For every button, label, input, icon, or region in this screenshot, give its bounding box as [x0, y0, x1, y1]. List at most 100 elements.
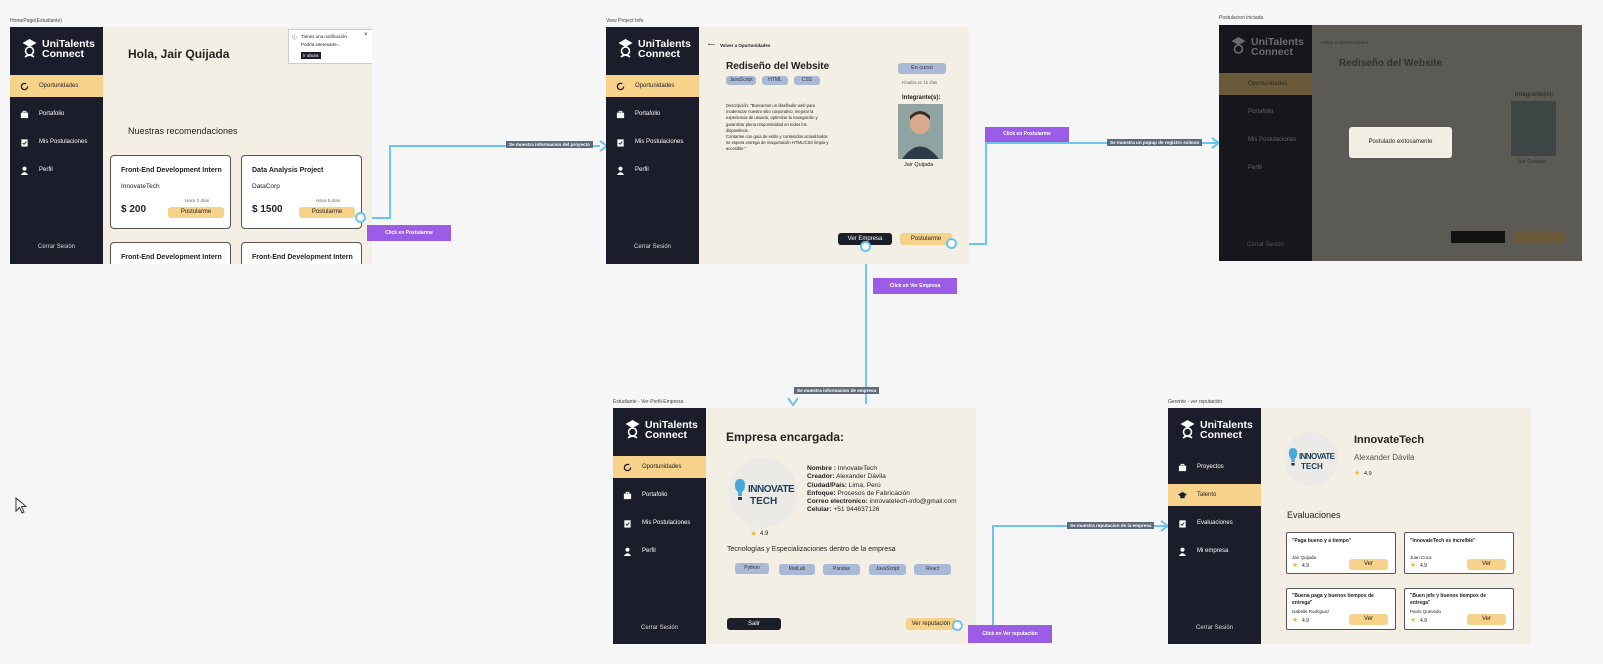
back-link[interactable]: Volver a Oportunidades	[720, 43, 771, 48]
view-company-button[interactable]: Ver Empresa	[838, 233, 892, 245]
company-owner: Alexander Dávila	[1354, 453, 1415, 462]
tag-chip: CSS	[794, 76, 820, 85]
job-company: InnovateTech	[121, 183, 160, 190]
review-card[interactable]: "InnovateTech es increíble" Juan Coca ★ …	[1404, 532, 1514, 574]
flow-note-click-apply: Click en Postularme	[985, 127, 1069, 142]
view-review-button[interactable]: Ver	[1467, 614, 1506, 625]
view-reputation-button[interactable]: Ver reputación	[906, 618, 956, 630]
review-author: Jair Quijada	[1292, 555, 1317, 560]
review-rating: 4.9	[1302, 563, 1309, 569]
nav-perfil[interactable]: Perfil	[10, 159, 103, 181]
user-icon	[20, 166, 29, 175]
notification-action-button[interactable]: Ir ahora	[301, 52, 321, 59]
briefcase-icon	[1178, 463, 1187, 472]
graduation-cap-icon	[618, 39, 633, 58]
nav-mis-postulaciones: Mis Postulaciones	[1248, 137, 1297, 143]
loading-ring-icon	[616, 82, 625, 91]
review-card[interactable]: "Buena paga y buenos tiempos de entrega"…	[1286, 588, 1396, 630]
flow-label-shows-company: Se muestra informacion de empresa	[794, 387, 880, 394]
job-card[interactable]: Data Analysis Project DataCorp Hace 5 dí…	[241, 155, 362, 229]
review-quote: "Buena paga y buenos tiempos de	[1292, 593, 1374, 599]
nav-oportunidades[interactable]: Oportunidades	[613, 456, 706, 478]
nav-mi-empresa[interactable]: Mi empresa	[1168, 540, 1261, 562]
flow-label-shows-reputation: Se muestra reputacion de la empresa	[1067, 522, 1155, 529]
member-photo	[898, 104, 943, 159]
logout-button[interactable]: Cerrar Sesión	[633, 244, 671, 250]
view-review-button[interactable]: Ver	[1467, 559, 1506, 570]
notification-title: Tienes una notificación	[301, 34, 347, 39]
tag-chip: JavaScript	[726, 76, 756, 85]
view-review-button[interactable]: Ver	[1349, 559, 1388, 570]
review-quote: entrega"	[1410, 600, 1431, 606]
nav-portafolio[interactable]: Portafolio	[613, 484, 706, 506]
exit-button[interactable]: Salir	[727, 618, 781, 630]
job-card[interactable]: Front-End Development Intern	[110, 242, 231, 264]
company-name: InnovateTech	[1354, 434, 1425, 446]
notification-body: Podría interesarte...	[301, 42, 341, 47]
apply-button[interactable]: Postularme	[299, 207, 355, 218]
review-author: Paolo Quevedo	[1410, 609, 1442, 614]
nav-oportunidades[interactable]: Oportunidades	[10, 75, 103, 97]
back-arrow-icon[interactable]: ⟵	[708, 42, 716, 48]
nav-perfil[interactable]: Perfil	[613, 540, 706, 562]
review-card[interactable]: "Paga bueno y a tiempo" Jair Quijada ★ 4…	[1286, 532, 1396, 574]
nav-mis-postulaciones[interactable]: Mis Postulaciones	[613, 512, 706, 534]
mouse-cursor-icon	[15, 497, 27, 514]
job-price: $ 200	[121, 204, 147, 215]
nav-mis-postulaciones[interactable]: Mis Postulaciones	[10, 131, 103, 153]
tech-chip: React	[914, 564, 951, 575]
close-icon[interactable]: ×	[364, 32, 368, 38]
nav-oportunidades[interactable]: Oportunidades	[606, 75, 699, 97]
flow-label-shows-project: Se muestra informacion del proyecto	[506, 141, 593, 148]
nav-perfil: Perfil	[1248, 165, 1262, 171]
job-card[interactable]: Front-End Development Intern InnovateTec…	[110, 155, 231, 229]
review-card[interactable]: "Buen jefe y buenos tiempos de entrega" …	[1404, 588, 1514, 630]
nav-perfil[interactable]: Perfil	[606, 159, 699, 181]
member-name: Jair Quijada	[1517, 159, 1547, 165]
logout-button[interactable]: Cerrar Sesión	[640, 625, 678, 631]
clipboard-check-icon	[616, 138, 625, 147]
logout-button: Cerrar Sesión	[1246, 242, 1284, 248]
job-title: Front-End Development Intern	[252, 254, 353, 261]
review-quote: "Buen jefe y buenos tiempos de	[1410, 593, 1486, 599]
job-company: DataCorp	[252, 183, 280, 190]
review-author: Juan Coca	[1410, 555, 1432, 560]
flow-note-click-reputation: Click en Ver reputación	[968, 625, 1052, 643]
job-card[interactable]: Front-End Development Intern	[241, 242, 362, 264]
flow-note-click-apply: Click en Postularme	[367, 225, 451, 241]
user-icon	[1178, 547, 1187, 556]
job-posted: Hace 2 días	[185, 198, 210, 203]
graduation-cap-icon	[1231, 37, 1246, 54]
review-quote: "InnovateTech es increíble"	[1410, 538, 1476, 544]
nav-portafolio[interactable]: Portafolio	[606, 103, 699, 125]
company-info: Nombre : InnovateTech Creador: Alexander…	[807, 465, 957, 514]
tech-chip: Python	[735, 563, 769, 574]
tag-chip: HTML	[762, 76, 788, 85]
nav-evaluaciones[interactable]: Evaluaciones	[1168, 512, 1261, 534]
nav-talento[interactable]: Talento	[1168, 484, 1261, 506]
job-price: $ 1500	[252, 204, 283, 215]
tech-chip: MatLab	[779, 564, 815, 575]
loading-ring-icon	[20, 82, 29, 91]
apply-button[interactable]: Postularme	[168, 207, 224, 218]
section-title: Empresa encargada:	[726, 430, 845, 444]
flow-label-shows-popup: Se muestra un popup de registro exitoso	[1107, 139, 1203, 146]
nav-portafolio[interactable]: Portafolio	[10, 103, 103, 125]
member-photo	[1511, 101, 1556, 156]
frame-label-home: HomePage(Estudiante)	[10, 18, 62, 24]
logout-button[interactable]: Cerrar Sesión	[37, 244, 75, 250]
apply-button[interactable]: Postularme	[900, 233, 952, 245]
view-review-button[interactable]: Ver	[1349, 614, 1388, 625]
hotspot-dot	[355, 212, 366, 223]
logout-button[interactable]: Cerrar Sesión	[1195, 625, 1233, 631]
star-icon: ★	[1292, 562, 1299, 569]
tech-chip: JavaScript	[869, 564, 906, 575]
nav-mis-postulaciones[interactable]: Mis Postulaciones	[606, 131, 699, 153]
review-rating: 4.9	[1420, 563, 1427, 569]
nav-proyectos[interactable]: Proyectos	[1168, 456, 1261, 478]
